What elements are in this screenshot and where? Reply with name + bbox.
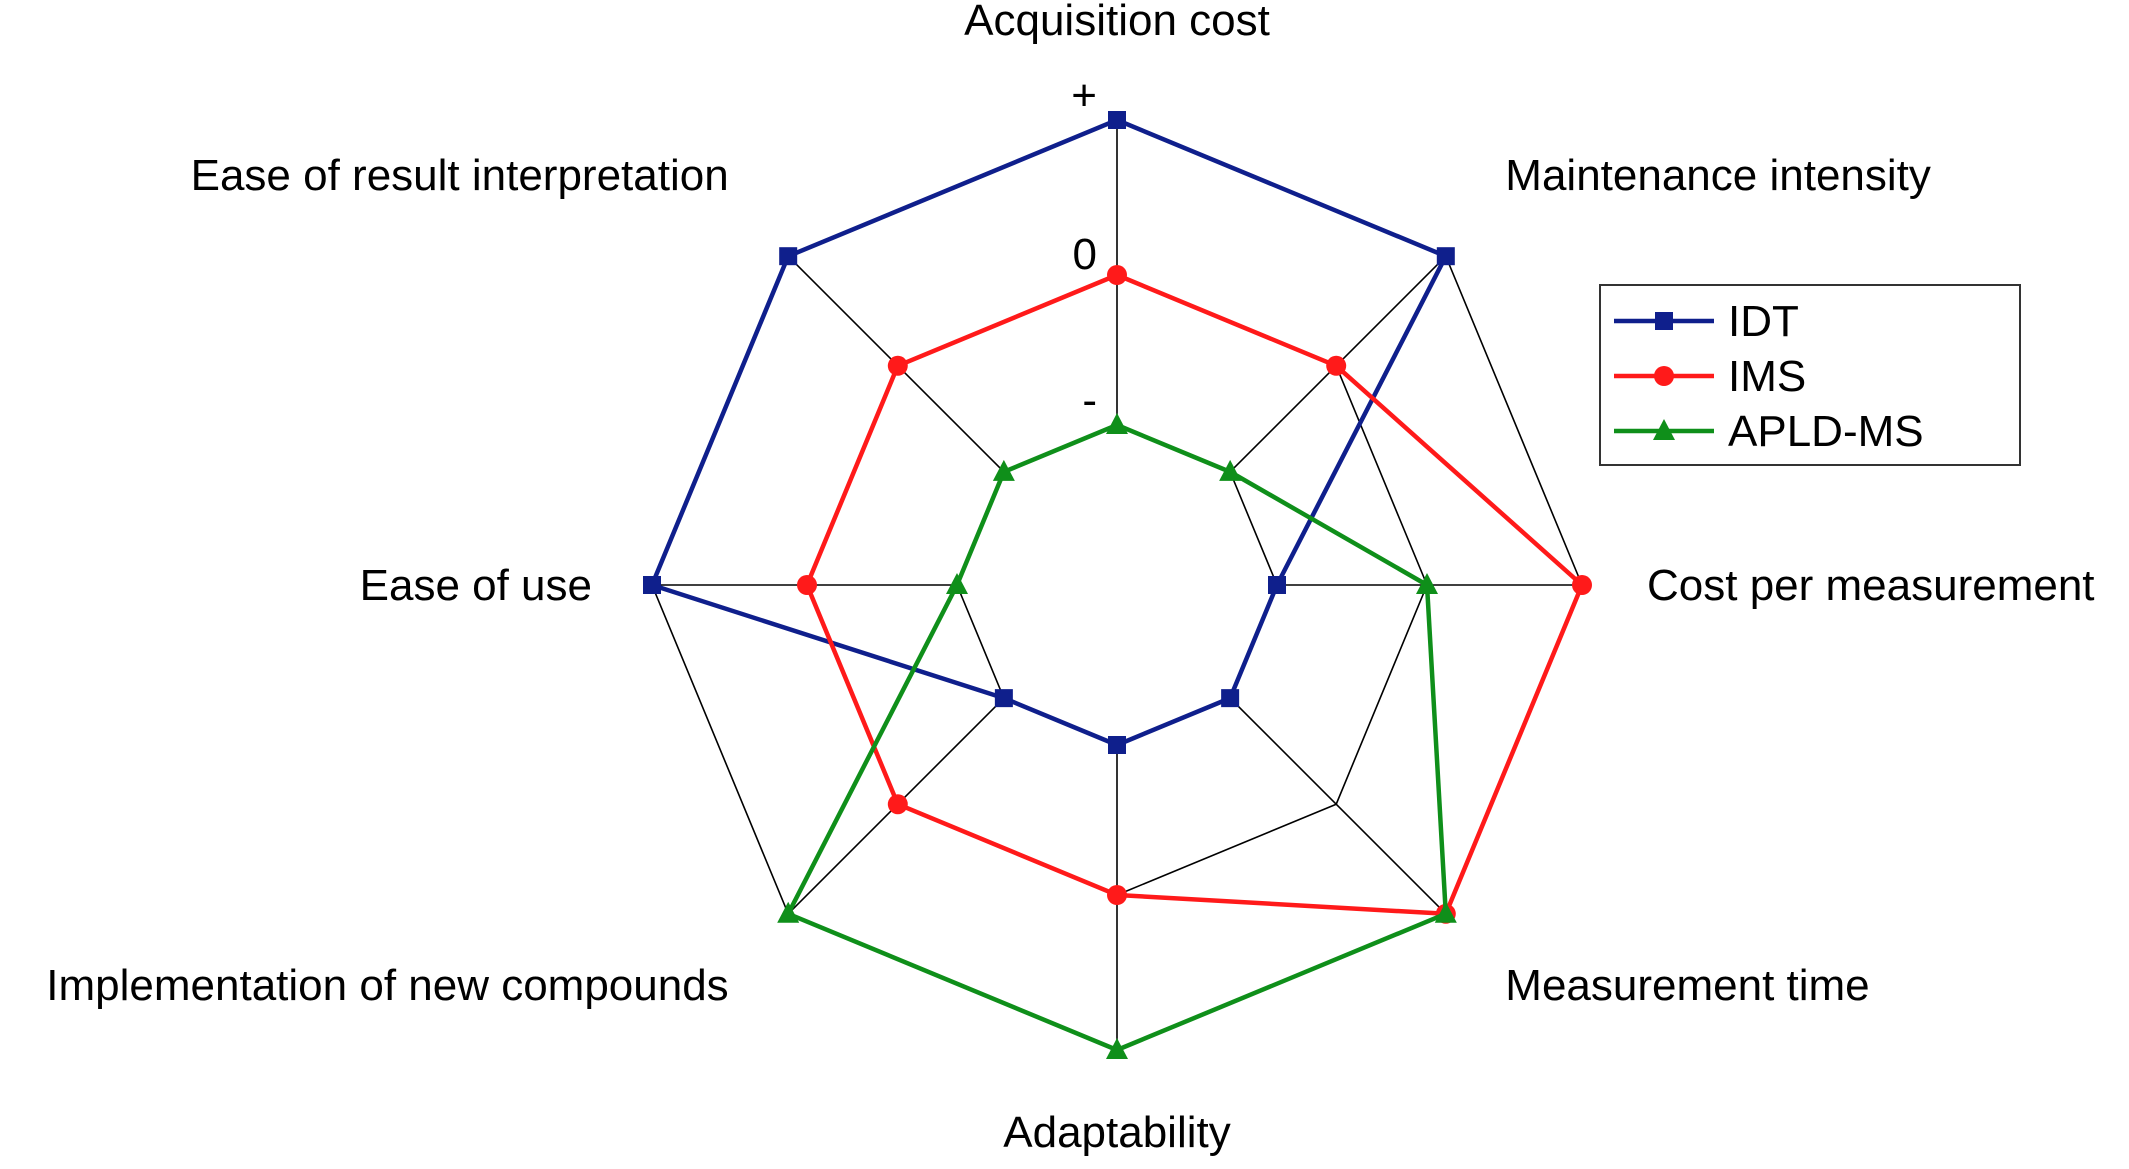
point-idt-cost-per-measurement <box>1268 576 1286 594</box>
point-apld-ms-implementation-of-new-compounds <box>777 901 800 923</box>
point-apld-ms-adaptability <box>1106 1038 1128 1059</box>
point-ims-ease-of-use <box>797 575 817 595</box>
point-idt-maintenance-intensity <box>1436 247 1455 266</box>
level-label: + <box>1071 71 1097 120</box>
legend-label: IDT <box>1728 297 1799 346</box>
point-idt-measurement-time <box>1221 689 1240 708</box>
point-apld-ms-acquisition-cost <box>1106 413 1128 434</box>
legend-entry-idt: IDT <box>1614 297 1799 346</box>
legend-swatch-marker <box>1653 419 1675 440</box>
level-label: 0 <box>1073 230 1097 279</box>
axis-label-maintenance-intensity: Maintenance intensity <box>1505 151 1931 200</box>
legend-entry-apld-ms: APLD-MS <box>1614 407 1924 456</box>
point-ims-cost-per-measurement <box>1572 575 1592 595</box>
axis-label-acquisition-cost: Acquisition cost <box>964 0 1270 45</box>
legend-label: IMS <box>1728 352 1806 401</box>
spoke-measurement-time <box>1229 697 1447 915</box>
axis-label-implementation-of-new-compounds: Implementation of new compounds <box>46 961 728 1010</box>
point-ims-adaptability <box>1107 885 1127 905</box>
legend-swatch-marker <box>1654 366 1674 386</box>
legend-swatch-marker <box>1655 312 1673 330</box>
point-ims-implementation-of-new-compounds <box>887 794 908 815</box>
level-label: - <box>1082 376 1097 425</box>
point-idt-ease-of-result-interpretation <box>779 247 798 266</box>
legend-entry-ims: IMS <box>1614 352 1806 401</box>
point-ims-maintenance-intensity <box>1326 355 1347 376</box>
legend: IDT IMS APLD-MS <box>1599 284 2021 466</box>
series-idt <box>643 111 1455 754</box>
axis-label-ease-of-use: Ease of use <box>360 561 592 610</box>
axis-label-ease-of-result-interpretation: Ease of result interpretation <box>191 151 729 200</box>
point-apld-ms-cost-per-measurement <box>1416 573 1438 594</box>
point-ims-acquisition-cost <box>1107 265 1127 285</box>
point-apld-ms-maintenance-intensity <box>1219 459 1242 481</box>
series-apld-ms <box>777 413 1457 1059</box>
point-ims-ease-of-result-interpretation <box>887 355 908 376</box>
radar-level-labels: - 0 + <box>1071 71 1097 425</box>
point-idt-acquisition-cost <box>1108 111 1126 129</box>
axis-label-measurement-time: Measurement time <box>1505 961 1869 1010</box>
legend-label: APLD-MS <box>1728 407 1924 456</box>
axis-label-cost-per-measurement: Cost per measurement <box>1647 561 2095 610</box>
series-line-ims <box>804 272 1585 917</box>
point-idt-implementation-of-new-compounds <box>994 689 1013 708</box>
point-apld-ms-measurement-time <box>1434 901 1457 923</box>
point-apld-ms-ease-of-result-interpretation <box>992 459 1015 481</box>
point-idt-ease-of-use <box>643 576 661 594</box>
axis-label-adaptability: Adaptability <box>1003 1108 1230 1157</box>
series-line-idt <box>649 117 1449 748</box>
point-idt-adaptability <box>1108 736 1126 754</box>
point-apld-ms-ease-of-use <box>946 573 968 594</box>
series-ims <box>797 265 1592 924</box>
radar-series <box>643 111 1592 1059</box>
